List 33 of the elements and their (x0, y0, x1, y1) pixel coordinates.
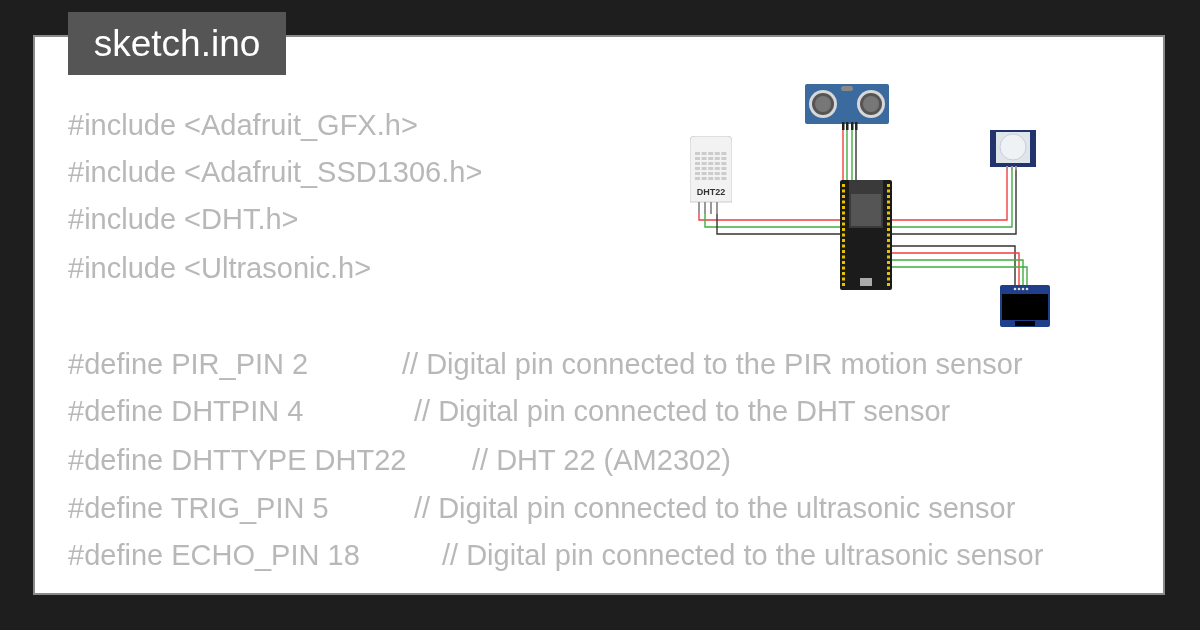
wire (698, 213, 841, 221)
code-comment: // DHT 22 (AM2302) (472, 443, 731, 478)
code-comment: // Digital pin connected to the DHT sensor (414, 394, 951, 429)
code-line: #include <Adafruit_GFX.h> (68, 108, 418, 143)
temperature-sensor-drawing (690, 136, 732, 214)
wire (891, 245, 1016, 286)
wire (891, 266, 1028, 286)
wire (716, 213, 841, 235)
ultrasonic-sensor-drawing (805, 84, 889, 130)
wire (891, 259, 1024, 286)
code-line: #define PIR_PIN 2 (68, 347, 309, 382)
code-line: #include <Adafruit_SSD1306.h> (68, 155, 483, 190)
code-line: #define TRIG_PIN 5 (68, 491, 329, 526)
code-line: #define DHTPIN 4 (68, 394, 304, 429)
motion-sensor-drawing (990, 130, 1036, 170)
oled-display-drawing (1000, 285, 1050, 327)
code-line: #include <Ultrasonic.h> (68, 251, 372, 286)
code-line: #define DHTTYPE DHT22 (68, 443, 407, 478)
wire (891, 169, 1008, 221)
wire (851, 129, 853, 181)
wire (704, 213, 841, 228)
wire (842, 129, 844, 181)
code-comment: // Digital pin connected to the PIR motion sensor (402, 347, 1023, 382)
microcontroller-board-drawing (840, 180, 892, 290)
code-line: #define ECHO_PIN 18 (68, 538, 360, 573)
wire (891, 252, 1020, 286)
code-line: #include <DHT.h> (68, 202, 299, 237)
wire (855, 129, 857, 181)
code-comment: // Digital pin connected to the ultrasonic sensor (414, 491, 1016, 526)
wire (846, 129, 848, 181)
code-comment: // Digital pin connected to the ultrasonic sensor (442, 538, 1044, 573)
file-name-tab: sketch.ino (68, 12, 286, 75)
part-label: DHT22 (695, 187, 727, 198)
